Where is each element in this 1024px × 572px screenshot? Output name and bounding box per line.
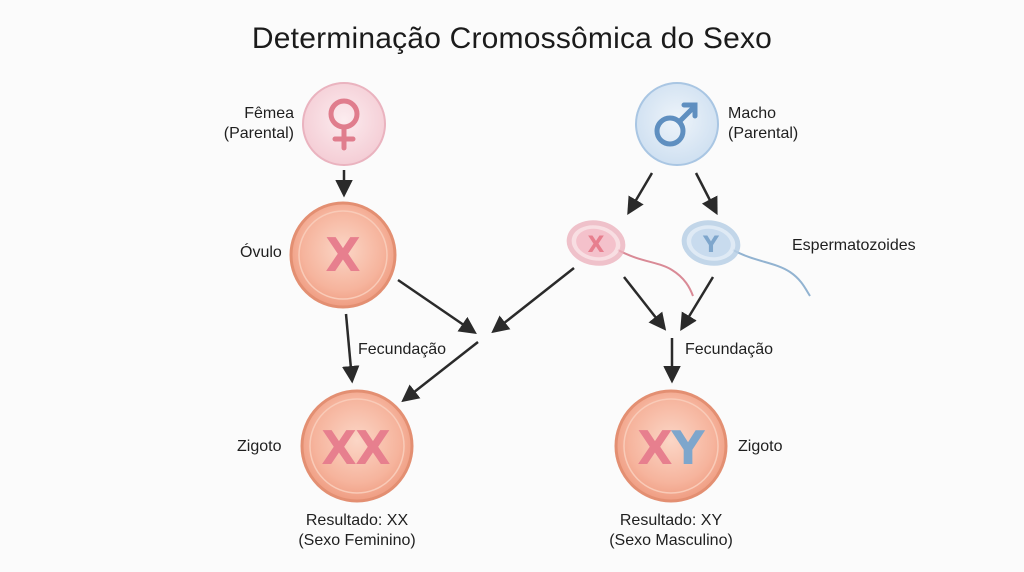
zygote-female-chromosome-2: X — [355, 421, 390, 475]
arrow-sperm-x-to-fert-left — [491, 267, 575, 334]
female-symbol-icon — [328, 98, 360, 151]
fertilization-label-left: Fecundação — [358, 341, 447, 358]
zygote-female-cell — [300, 389, 414, 503]
ovum-cell — [289, 201, 397, 309]
result-female: Resultado: XX (Sexo Feminino) — [257, 511, 457, 551]
arrow-male-to-sperm-x — [627, 172, 654, 216]
diagram-title: Determinação Cromossômica do Sexo — [251, 22, 773, 55]
female-parent-label-line2: (Parental) — [223, 125, 294, 142]
fertilization-label-right: Fecundação — [685, 341, 774, 358]
arrow-ovum-to-zygote-female — [342, 313, 360, 384]
arrow-ovum-to-fert-left — [397, 278, 477, 334]
female-parent-label: Fêmea (Parental) — [196, 104, 294, 144]
sperm-y-chromosome: Y — [702, 233, 720, 258]
female-parent-label-line1: Fêmea — [244, 105, 294, 122]
result-male: Resultado: XY (Sexo Masculino) — [566, 511, 776, 551]
sperm-y — [681, 220, 811, 297]
arrow-sperm-y-to-fert-right — [680, 276, 715, 331]
result-male-line1: Resultado: XY — [619, 512, 723, 529]
zygote-male-chromosome-y: Y — [670, 421, 705, 475]
zygote-male-chromosome-x: X — [637, 421, 672, 475]
zygote-male-cell — [614, 389, 728, 503]
male-parent-label-line1: Macho — [728, 105, 777, 122]
result-male-line2: (Sexo Masculino) — [609, 532, 733, 549]
male-parent-label: Macho (Parental) — [728, 104, 838, 144]
arrow-sperm-x-to-fert-right — [623, 276, 667, 331]
zygote-female-chromosome-1: X — [321, 421, 356, 475]
result-female-line1: Resultado: XX — [305, 512, 409, 529]
arrow-male-to-sperm-y — [694, 172, 718, 216]
male-parent-node — [635, 82, 719, 166]
male-parent-label-line2: (Parental) — [728, 125, 799, 142]
male-symbol-icon — [654, 102, 698, 147]
sperm-x — [566, 220, 694, 297]
result-female-line2: (Sexo Feminino) — [298, 532, 416, 549]
zygote-female-label: Zigoto — [237, 438, 282, 455]
ovum-label: Óvulo — [240, 244, 282, 261]
zygote-male-label: Zigoto — [738, 438, 783, 455]
arrow-fert-to-zygote-female — [401, 341, 479, 403]
sperm-label: Espermatozoides — [792, 237, 916, 254]
female-parent-node — [302, 82, 386, 166]
ovum-chromosome-x: X — [325, 228, 360, 282]
sperm-x-chromosome: X — [588, 233, 605, 258]
